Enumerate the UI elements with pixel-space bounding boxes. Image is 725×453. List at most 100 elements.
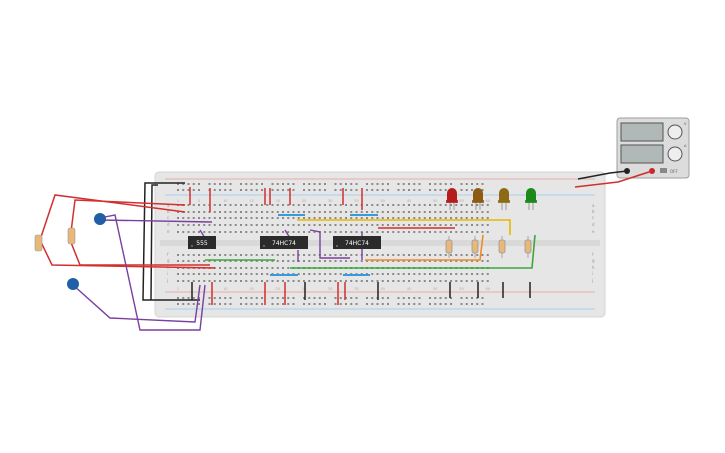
hole[interactable] — [434, 217, 437, 219]
hole[interactable] — [413, 297, 416, 299]
hole[interactable] — [255, 254, 258, 256]
hole[interactable] — [381, 260, 384, 262]
hole[interactable] — [387, 204, 389, 206]
hole[interactable] — [192, 280, 195, 282]
hole[interactable] — [360, 280, 363, 282]
hole[interactable] — [318, 183, 321, 185]
hole[interactable] — [208, 303, 211, 305]
hole[interactable] — [460, 224, 463, 226]
hole[interactable] — [240, 211, 242, 213]
hole[interactable] — [481, 260, 484, 262]
hole[interactable] — [198, 303, 200, 305]
hole[interactable] — [439, 280, 442, 282]
hole[interactable] — [387, 189, 389, 191]
hole[interactable] — [240, 189, 242, 191]
hole[interactable] — [455, 260, 458, 262]
hole[interactable] — [219, 211, 221, 213]
hole[interactable] — [376, 254, 379, 256]
hole[interactable] — [439, 217, 442, 219]
hole[interactable] — [402, 211, 405, 213]
hole[interactable] — [240, 267, 242, 269]
hole[interactable] — [471, 297, 473, 299]
hole[interactable] — [245, 297, 248, 299]
hole[interactable] — [313, 224, 316, 226]
hole[interactable] — [219, 297, 221, 299]
hole[interactable] — [182, 254, 185, 256]
hole[interactable] — [402, 217, 405, 219]
hole[interactable] — [355, 280, 358, 282]
hole[interactable] — [423, 204, 426, 206]
hole[interactable] — [434, 273, 437, 275]
hole[interactable] — [366, 297, 368, 299]
hole[interactable] — [444, 303, 447, 305]
hole[interactable] — [413, 273, 416, 275]
hole[interactable] — [371, 280, 374, 282]
hole[interactable] — [434, 303, 437, 305]
hole[interactable] — [203, 273, 206, 275]
hole[interactable] — [250, 183, 253, 185]
hole[interactable] — [381, 254, 384, 256]
hole[interactable] — [229, 189, 232, 191]
hole[interactable] — [250, 254, 253, 256]
hole[interactable] — [444, 254, 447, 256]
hole[interactable] — [192, 204, 195, 206]
hole[interactable] — [345, 297, 347, 299]
hole[interactable] — [318, 260, 321, 262]
hole[interactable] — [261, 280, 263, 282]
hole[interactable] — [355, 204, 358, 206]
hole[interactable] — [276, 280, 279, 282]
hole[interactable] — [465, 303, 468, 305]
hole[interactable] — [187, 183, 190, 185]
hole[interactable] — [261, 204, 263, 206]
hole[interactable] — [471, 280, 473, 282]
hole[interactable] — [481, 189, 484, 191]
hole[interactable] — [460, 211, 463, 213]
hole[interactable] — [429, 297, 431, 299]
hole[interactable] — [329, 231, 332, 233]
hole[interactable] — [266, 231, 269, 233]
hole[interactable] — [371, 273, 374, 275]
hole[interactable] — [471, 204, 473, 206]
hole[interactable] — [408, 297, 410, 299]
hole[interactable] — [366, 204, 368, 206]
hole[interactable] — [334, 273, 337, 275]
hole[interactable] — [397, 231, 400, 233]
hole[interactable] — [303, 297, 305, 299]
hole[interactable] — [203, 204, 206, 206]
hole[interactable] — [481, 297, 484, 299]
hole[interactable] — [318, 217, 321, 219]
hole[interactable] — [376, 224, 379, 226]
hole[interactable] — [182, 260, 185, 262]
hole[interactable] — [250, 204, 253, 206]
hole[interactable] — [303, 303, 305, 305]
hole[interactable] — [245, 280, 248, 282]
hole[interactable] — [360, 211, 363, 213]
hole[interactable] — [339, 183, 342, 185]
hole[interactable] — [429, 204, 431, 206]
hole[interactable] — [245, 224, 248, 226]
hole[interactable] — [345, 217, 347, 219]
hole[interactable] — [355, 189, 358, 191]
hole[interactable] — [402, 280, 405, 282]
hole[interactable] — [366, 189, 368, 191]
hole[interactable] — [444, 211, 447, 213]
hole[interactable] — [381, 224, 384, 226]
hole[interactable] — [439, 211, 442, 213]
hole[interactable] — [245, 303, 248, 305]
hole[interactable] — [455, 211, 458, 213]
hole[interactable] — [434, 211, 437, 213]
hole[interactable] — [213, 211, 216, 213]
hole[interactable] — [439, 273, 442, 275]
hole[interactable] — [408, 204, 410, 206]
hole[interactable] — [460, 297, 463, 299]
hole[interactable] — [266, 254, 269, 256]
hole[interactable] — [460, 231, 463, 233]
hole[interactable] — [413, 183, 416, 185]
hole[interactable] — [329, 224, 332, 226]
hole[interactable] — [308, 204, 311, 206]
hole[interactable] — [376, 189, 379, 191]
hole[interactable] — [282, 189, 284, 191]
hole[interactable] — [418, 211, 421, 213]
hole[interactable] — [255, 260, 258, 262]
hole[interactable] — [329, 260, 332, 262]
